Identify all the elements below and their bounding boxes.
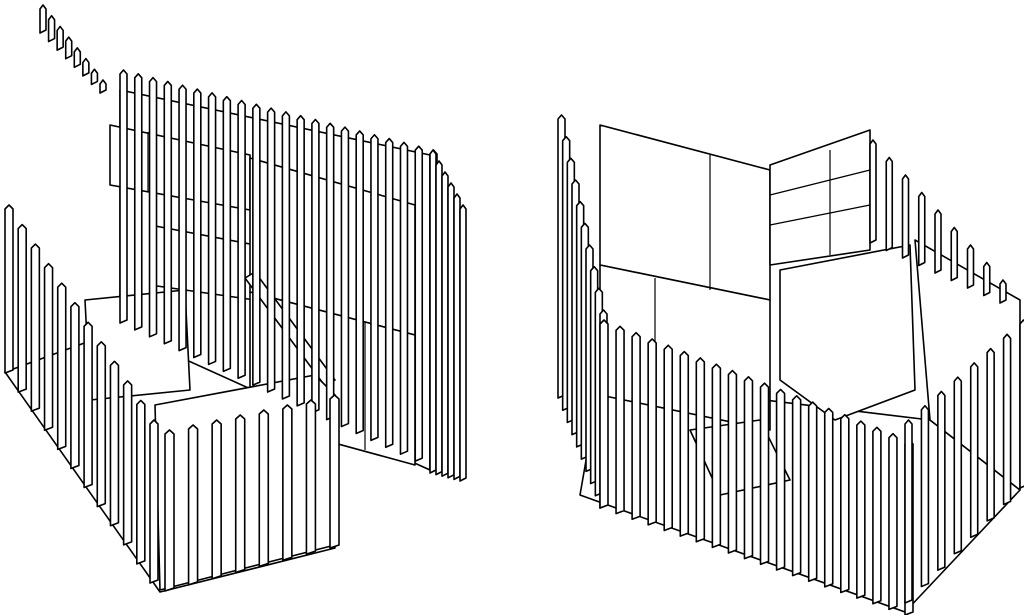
- back-wall-fin: [237, 99, 246, 380]
- tall-corner-fin: [47, 14, 56, 43]
- right-side-fin: [953, 376, 963, 555]
- left-wall-fin: [136, 399, 146, 565]
- left-wall-fin: [4, 204, 14, 374]
- tall-corner-fin: [64, 36, 73, 60]
- front-wall-fin: [305, 399, 317, 555]
- left-building-model: [4, 4, 467, 593]
- right-front-fin: [647, 338, 657, 526]
- right-building-model: [557, 114, 1024, 615]
- right-fins-group: [557, 114, 1024, 615]
- right-front-fin: [759, 382, 770, 566]
- right-back-fin: [999, 279, 1007, 304]
- left-wall-fin: [56, 282, 67, 451]
- right-front-fin: [807, 401, 818, 583]
- right-back-fin: [934, 209, 942, 274]
- right-edge-fin: [459, 204, 467, 482]
- left-wall-fin: [149, 419, 159, 584]
- tall-corner-fin: [39, 4, 47, 34]
- left-wall-fin: [70, 301, 80, 470]
- back-wall-fin: [222, 95, 232, 373]
- right-side-fin: [904, 419, 913, 604]
- right-front-fin: [839, 413, 850, 594]
- right-front-fin: [695, 357, 706, 543]
- right-front-fin: [823, 407, 834, 588]
- tall-corner-fin: [56, 25, 64, 51]
- back-wall-fin: [178, 84, 187, 352]
- right-edge-fin: [429, 149, 437, 474]
- right-front-fin: [663, 344, 674, 532]
- tall-corner-fin: [82, 57, 90, 77]
- left-fins-group: [4, 4, 467, 592]
- left-wall-fin: [17, 223, 27, 393]
- right-side-fin: [920, 404, 930, 588]
- right-side-fin: [937, 390, 946, 571]
- front-wall-fin: [187, 424, 199, 586]
- back-wall-fin: [148, 76, 158, 338]
- right-side-fin: [1019, 319, 1024, 489]
- right-front-fin: [679, 350, 690, 537]
- left-wall-fin: [96, 341, 107, 508]
- right-edge-fin: [447, 182, 455, 479]
- right-edge-fin: [435, 160, 443, 476]
- right-back-fin: [917, 191, 926, 267]
- right-back-fin: [885, 156, 894, 252]
- right-edge-fin: [441, 171, 449, 478]
- back-wall-fin: [163, 80, 173, 345]
- front-wall-fin: [258, 409, 270, 568]
- right-shelves: [769, 169, 871, 196]
- front-wall-fin: [211, 419, 222, 580]
- back-wall-fin: [384, 137, 394, 449]
- right-front-fin: [631, 331, 641, 521]
- back-wall-fin: [370, 133, 379, 442]
- right-shelving-unit: [769, 129, 871, 266]
- right-edge-fin: [453, 193, 461, 481]
- right-side-fin: [969, 362, 979, 539]
- right-back-fin: [950, 226, 959, 282]
- back-wall-fin: [311, 118, 320, 414]
- right-bath-unit: [779, 244, 916, 421]
- right-back-fin: [982, 261, 991, 297]
- right-front-fin: [856, 420, 866, 599]
- back-wall-fin: [281, 111, 291, 400]
- back-wall-fin: [266, 107, 276, 393]
- right-side-fin: [1002, 333, 1012, 506]
- right-back-fin: [901, 174, 910, 259]
- right-front-fin: [775, 388, 786, 571]
- left-wall-fin: [43, 262, 54, 432]
- front-wall-fin: [329, 394, 340, 549]
- back-wall-fin: [252, 103, 261, 386]
- right-front-fin: [599, 319, 609, 509]
- right-front-fin: [615, 325, 625, 515]
- back-wall-fin: [355, 130, 364, 435]
- right-front-fin: [872, 426, 882, 605]
- right-shelves-2: [769, 204, 871, 226]
- right-front-fin: [711, 363, 722, 549]
- left-wall-fin: [83, 321, 93, 489]
- left-wall-fin: [30, 243, 41, 412]
- tall-corner-fin: [90, 68, 99, 86]
- left-wall-fin: [122, 380, 133, 546]
- back-wall-fin: [296, 114, 305, 407]
- front-wall-fin: [234, 414, 246, 574]
- back-wall-fin: [414, 145, 424, 462]
- tall-corner-fin: [73, 47, 82, 69]
- right-front-fin: [743, 376, 754, 560]
- back-wall-fin: [325, 122, 335, 421]
- front-wall-fin: [282, 404, 293, 562]
- back-wall-fin: [340, 126, 350, 428]
- back-wall-fin: [133, 73, 143, 331]
- front-wall-fin: [164, 429, 175, 592]
- back-wall-fin: [193, 88, 202, 359]
- tall-corner-fin: [99, 79, 107, 94]
- back-wall-fin: [399, 141, 409, 455]
- back-wall-fin: [207, 92, 217, 366]
- right-back-fin: [869, 139, 877, 244]
- left-wall-fin: [109, 360, 120, 527]
- right-front-fin: [888, 432, 898, 611]
- right-back-fin: [966, 244, 975, 289]
- back-wall-fin: [119, 69, 128, 324]
- right-side-fin: [986, 347, 995, 522]
- right-front-fin: [791, 394, 802, 577]
- right-front-fin: [727, 369, 738, 554]
